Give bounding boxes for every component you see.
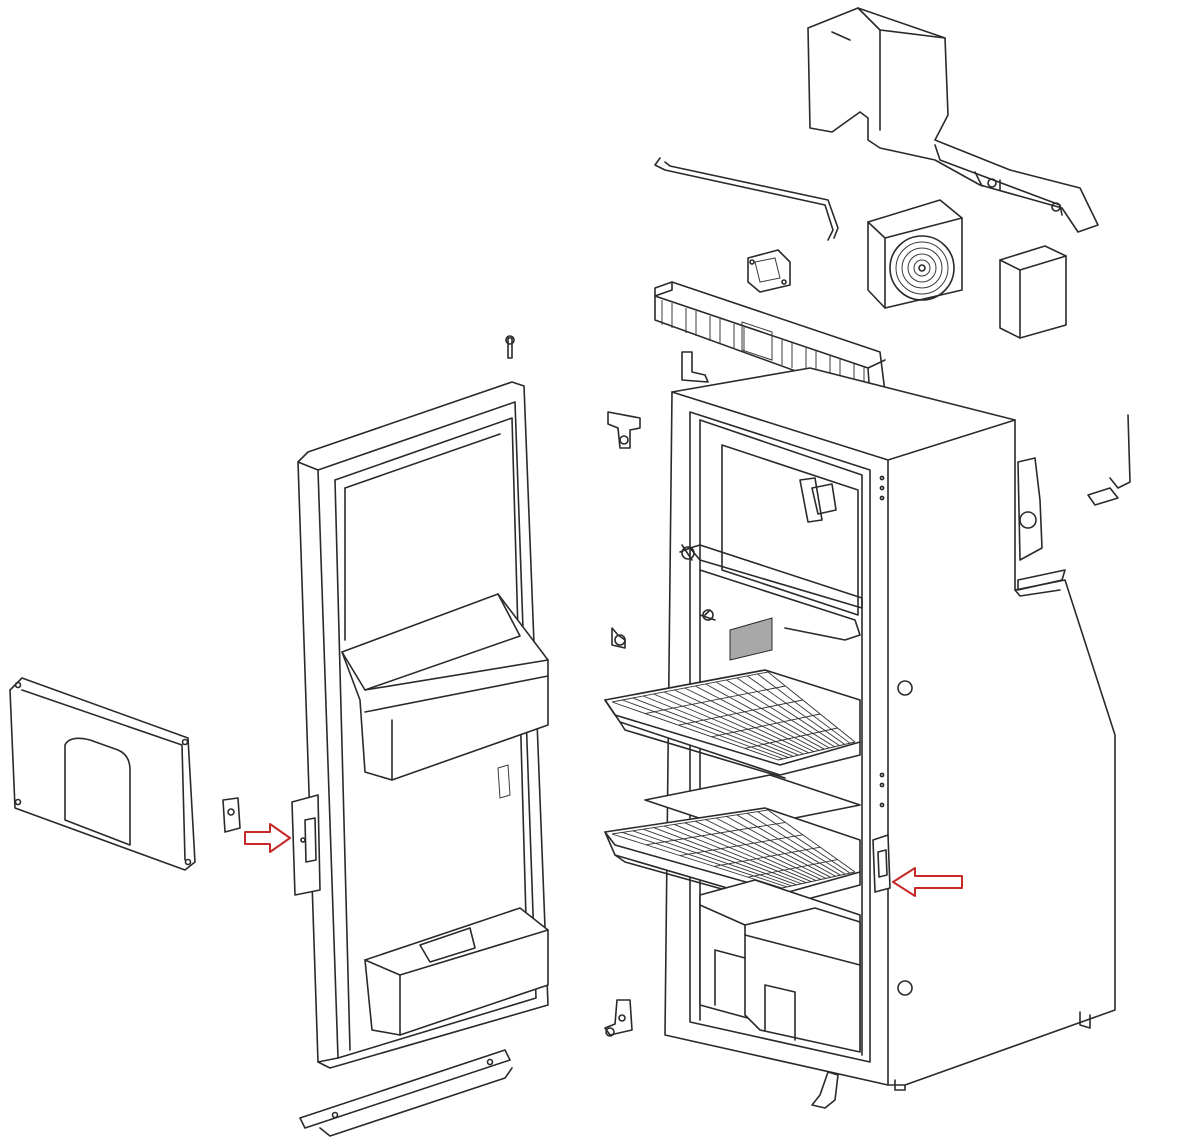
detail-line — [747, 859, 838, 878]
detail-line — [777, 741, 856, 761]
detail-line — [684, 822, 817, 881]
detail-line — [674, 823, 812, 883]
detail-line — [695, 820, 822, 880]
detail-line — [715, 817, 831, 878]
detail-line — [645, 685, 786, 715]
detail-line — [736, 814, 841, 876]
detail-line — [678, 699, 803, 726]
detail-line — [746, 812, 846, 875]
decor-panel — [9, 677, 196, 871]
fan — [867, 199, 963, 309]
callout-arrow-cabinet-latch — [892, 867, 963, 897]
detail-line — [679, 834, 803, 857]
detail-line — [643, 828, 797, 886]
door-shelf-bottom — [364, 907, 549, 1036]
detail-line — [653, 827, 802, 885]
detail-line — [611, 671, 769, 703]
detail-line — [726, 679, 835, 748]
detail-line — [643, 695, 794, 757]
kick-strip — [299, 1049, 513, 1137]
control-board — [747, 249, 791, 293]
wire-shelf-upper — [604, 669, 861, 779]
wire-grid-upper — [611, 671, 856, 761]
detail-line — [674, 689, 809, 754]
detail-line — [653, 693, 799, 756]
freezer-compartment — [679, 444, 863, 641]
screw — [505, 335, 515, 359]
detail-line — [611, 809, 769, 835]
side-rod — [1087, 414, 1131, 506]
cover-bracket — [807, 7, 1099, 233]
detail-line — [611, 833, 783, 889]
latch-block — [222, 797, 241, 833]
detail-line — [757, 811, 851, 874]
compressor — [1017, 457, 1066, 591]
callout-arrow-door-latch — [244, 823, 291, 853]
detail-line — [663, 691, 804, 755]
detail-line — [746, 675, 845, 745]
detail-line — [645, 821, 786, 846]
wire-shelf-lower — [604, 807, 861, 909]
detail-line — [744, 727, 838, 749]
detail-line — [736, 677, 840, 746]
hinge-mid — [607, 411, 641, 649]
detail-line — [705, 683, 825, 750]
detail-line — [711, 713, 821, 738]
door-shelf-top — [341, 593, 549, 781]
detail-line — [694, 685, 820, 751]
detail-line — [632, 830, 792, 887]
detail-line — [611, 701, 779, 761]
crisper-drawers — [699, 879, 861, 1053]
cabinet-latch — [872, 834, 891, 893]
detail-line — [705, 819, 826, 879]
detail-line — [622, 699, 784, 760]
transformer-box — [999, 245, 1067, 339]
detail-line — [622, 831, 788, 888]
wire-grid-lower — [611, 809, 856, 889]
detail-line — [632, 697, 789, 759]
detail-line — [726, 816, 836, 877]
detail-line — [781, 871, 856, 889]
door-latch — [291, 794, 321, 896]
detail-line — [663, 825, 807, 884]
detail-line — [684, 687, 815, 753]
gray-plate — [729, 617, 773, 661]
detail-line — [715, 681, 830, 749]
hinge-bottom — [604, 999, 839, 1109]
detail-line — [713, 846, 821, 867]
wire-tube — [654, 157, 839, 241]
detail-line — [767, 809, 856, 873]
detail-line — [767, 671, 856, 743]
detail-line — [757, 673, 851, 744]
